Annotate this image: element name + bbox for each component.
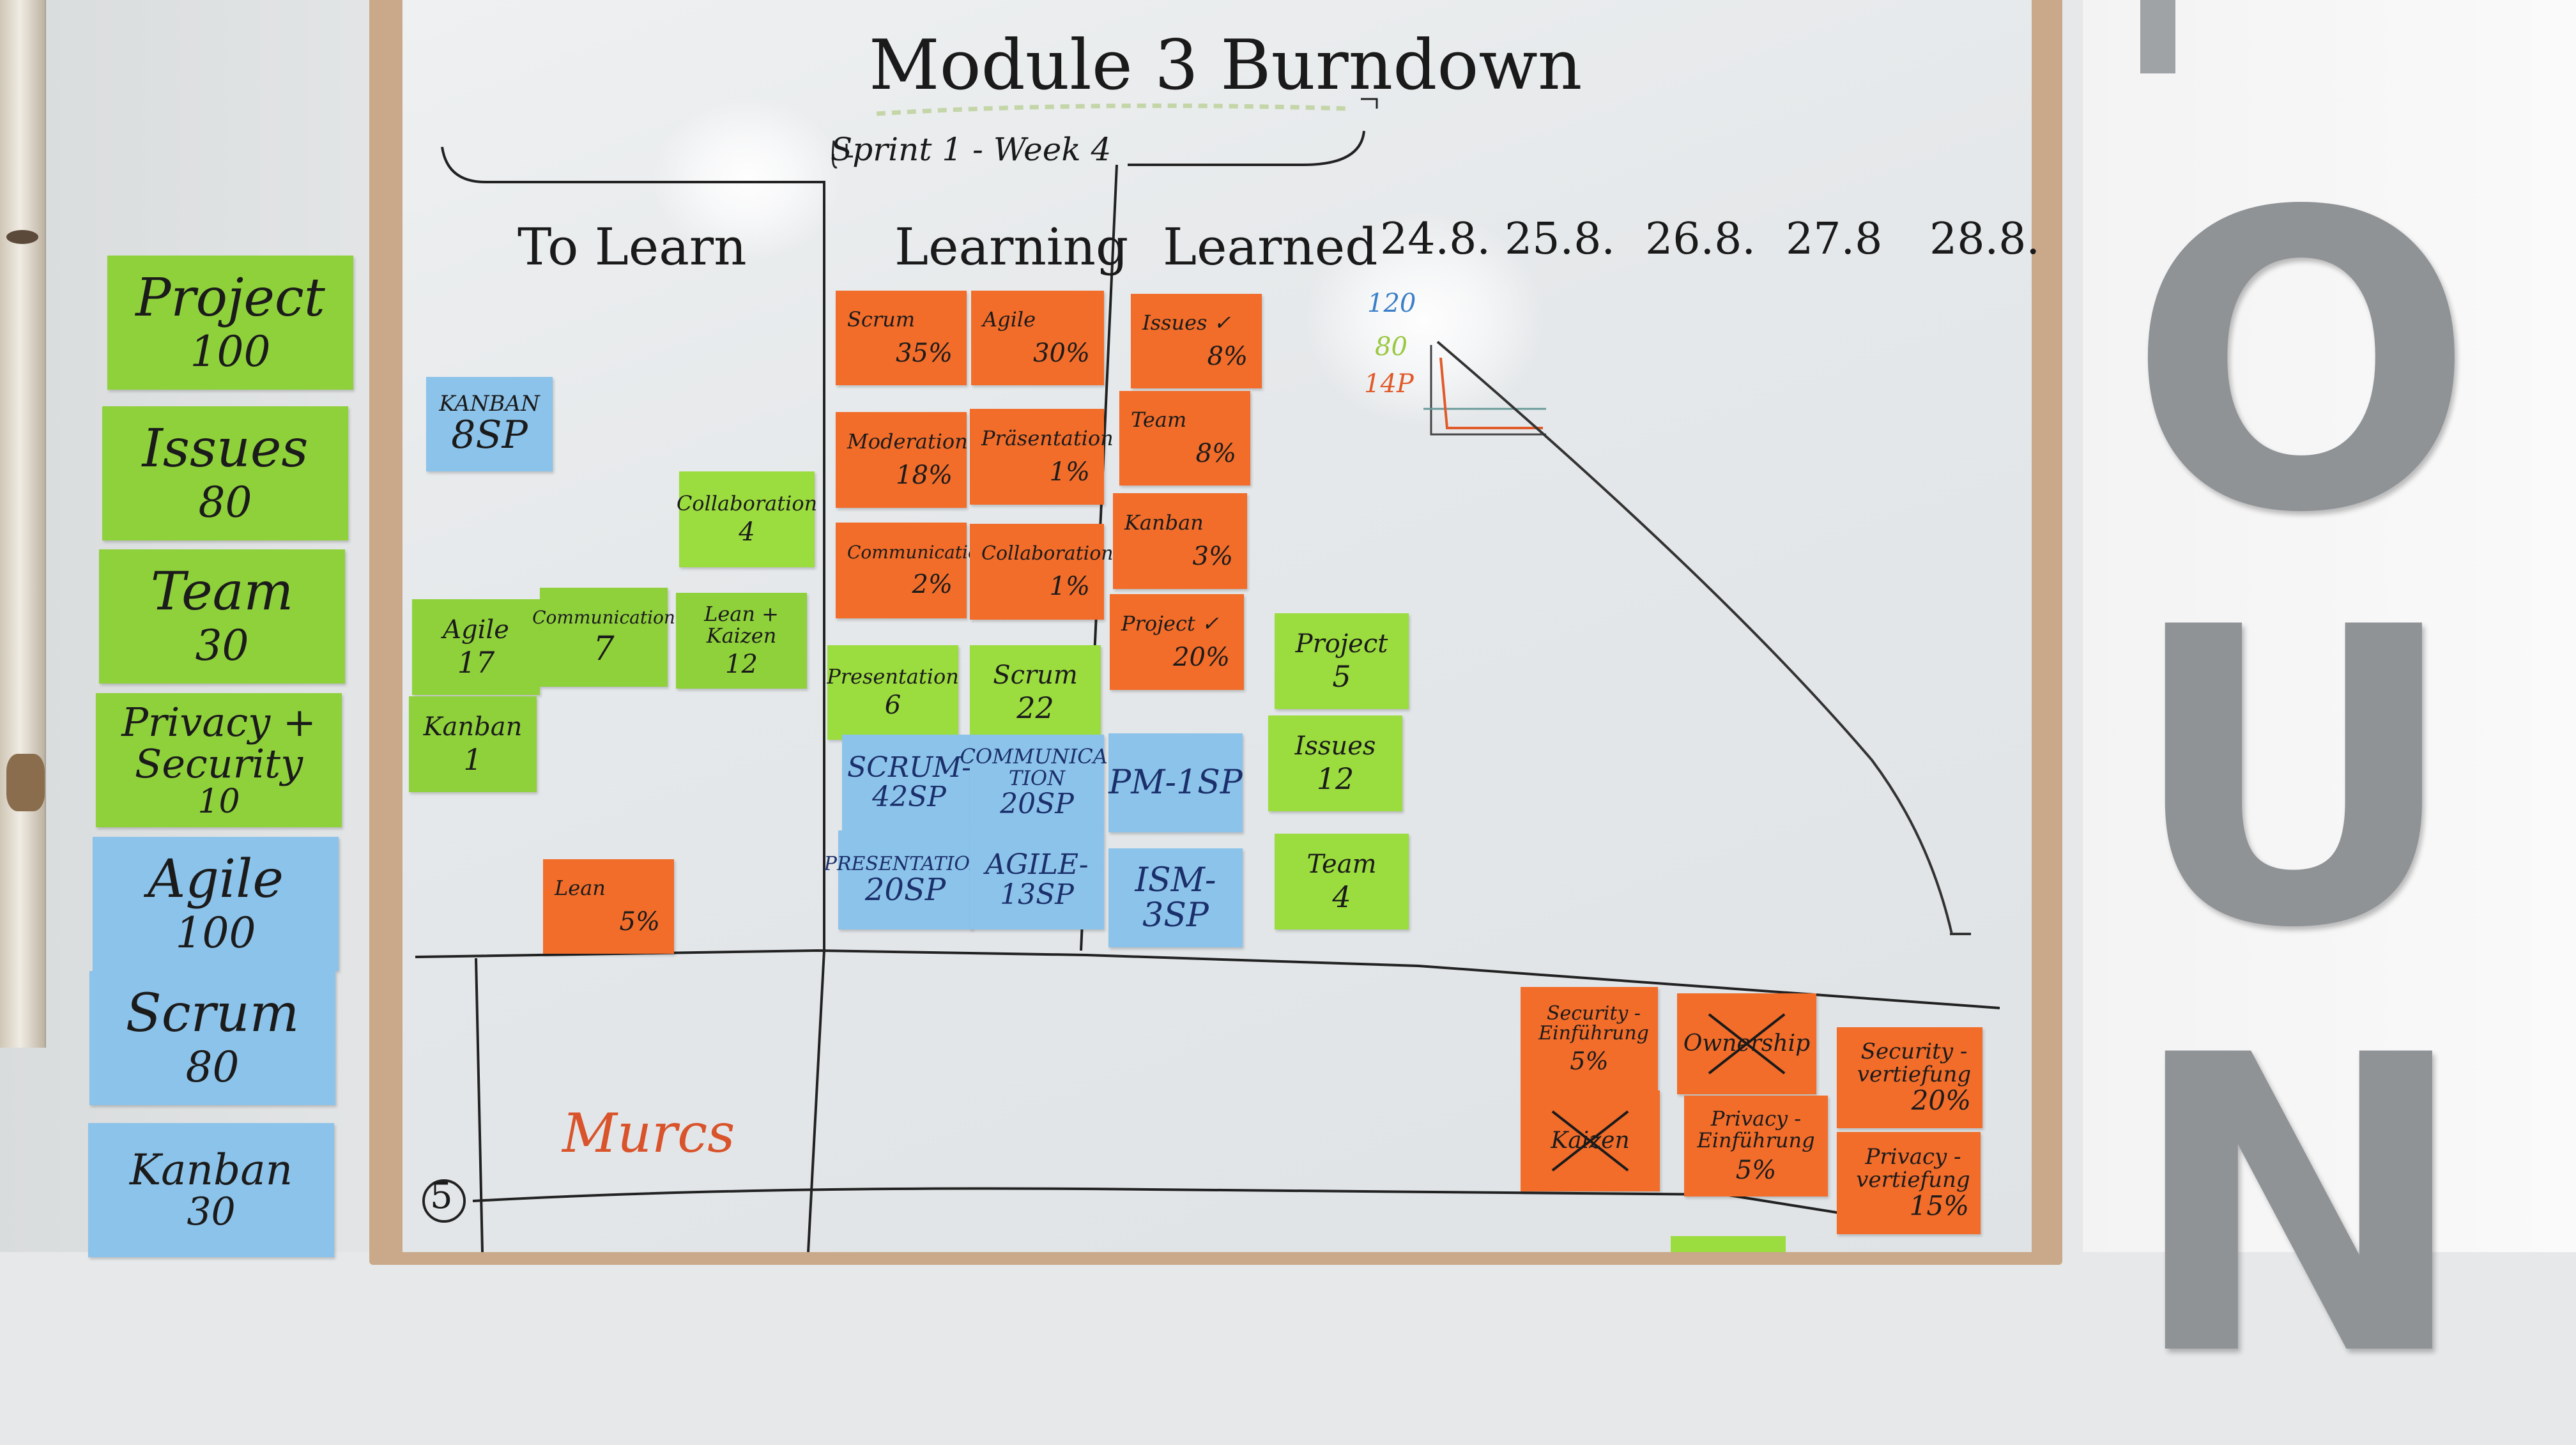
chart-legend-green: 80: [1375, 332, 1407, 362]
note-ownership-done[interactable]: Ownership: [1677, 993, 1816, 1094]
note-agile-sp[interactable]: AGILE-13SP: [970, 830, 1104, 929]
date-label: 24.8.: [1380, 214, 1491, 264]
sign-fragment: [2140, 0, 2175, 73]
date-label: 25.8.: [1505, 214, 1616, 264]
glare: [652, 96, 843, 262]
lane-number: 5: [430, 1175, 453, 1217]
trunk-branch: [6, 754, 45, 811]
board-drawing: [415, 98, 2000, 1252]
date-label: 27.8: [1786, 214, 1883, 264]
sign-letter-u: U: [2128, 541, 2460, 1017]
sign-letter-o: O: [2128, 126, 2476, 602]
column-header-learned: Learned: [1163, 217, 1378, 277]
note-issues-done[interactable]: Issues ✓8%: [1131, 294, 1262, 388]
chart-legend-orange: 14P: [1364, 369, 1414, 399]
note-project-done[interactable]: Project ✓20%: [1110, 594, 1244, 690]
birch-trunk: [0, 0, 46, 1048]
note-pm-sp[interactable]: PM-1SP: [1108, 733, 1243, 832]
column-header-learning: Learning: [894, 217, 1129, 277]
lane-label: Murcs: [562, 1102, 735, 1165]
glare: [1303, 211, 1546, 428]
note-kaizen-done[interactable]: Kaizen: [1521, 1090, 1660, 1191]
board-subtitle: Sprint 1 - Week 4: [831, 131, 1112, 168]
note-partial-bottom[interactable]: [1671, 1236, 1786, 1252]
note-scrum-sp[interactable]: SCRUM-42SP: [842, 735, 976, 830]
board-title: Module 3 Burndown: [869, 26, 1583, 105]
chart-legend-blue: 120: [1367, 289, 1416, 318]
date-label: 26.8.: [1645, 214, 1756, 264]
column-header-to-learn: To Learn: [518, 217, 747, 277]
wall-sign: O U N: [2083, 0, 2576, 1412]
note-ism-sp[interactable]: ISM-3SP: [1108, 848, 1243, 947]
trunk-knot: [6, 230, 38, 244]
date-label: 28.8.: [1929, 214, 2041, 264]
